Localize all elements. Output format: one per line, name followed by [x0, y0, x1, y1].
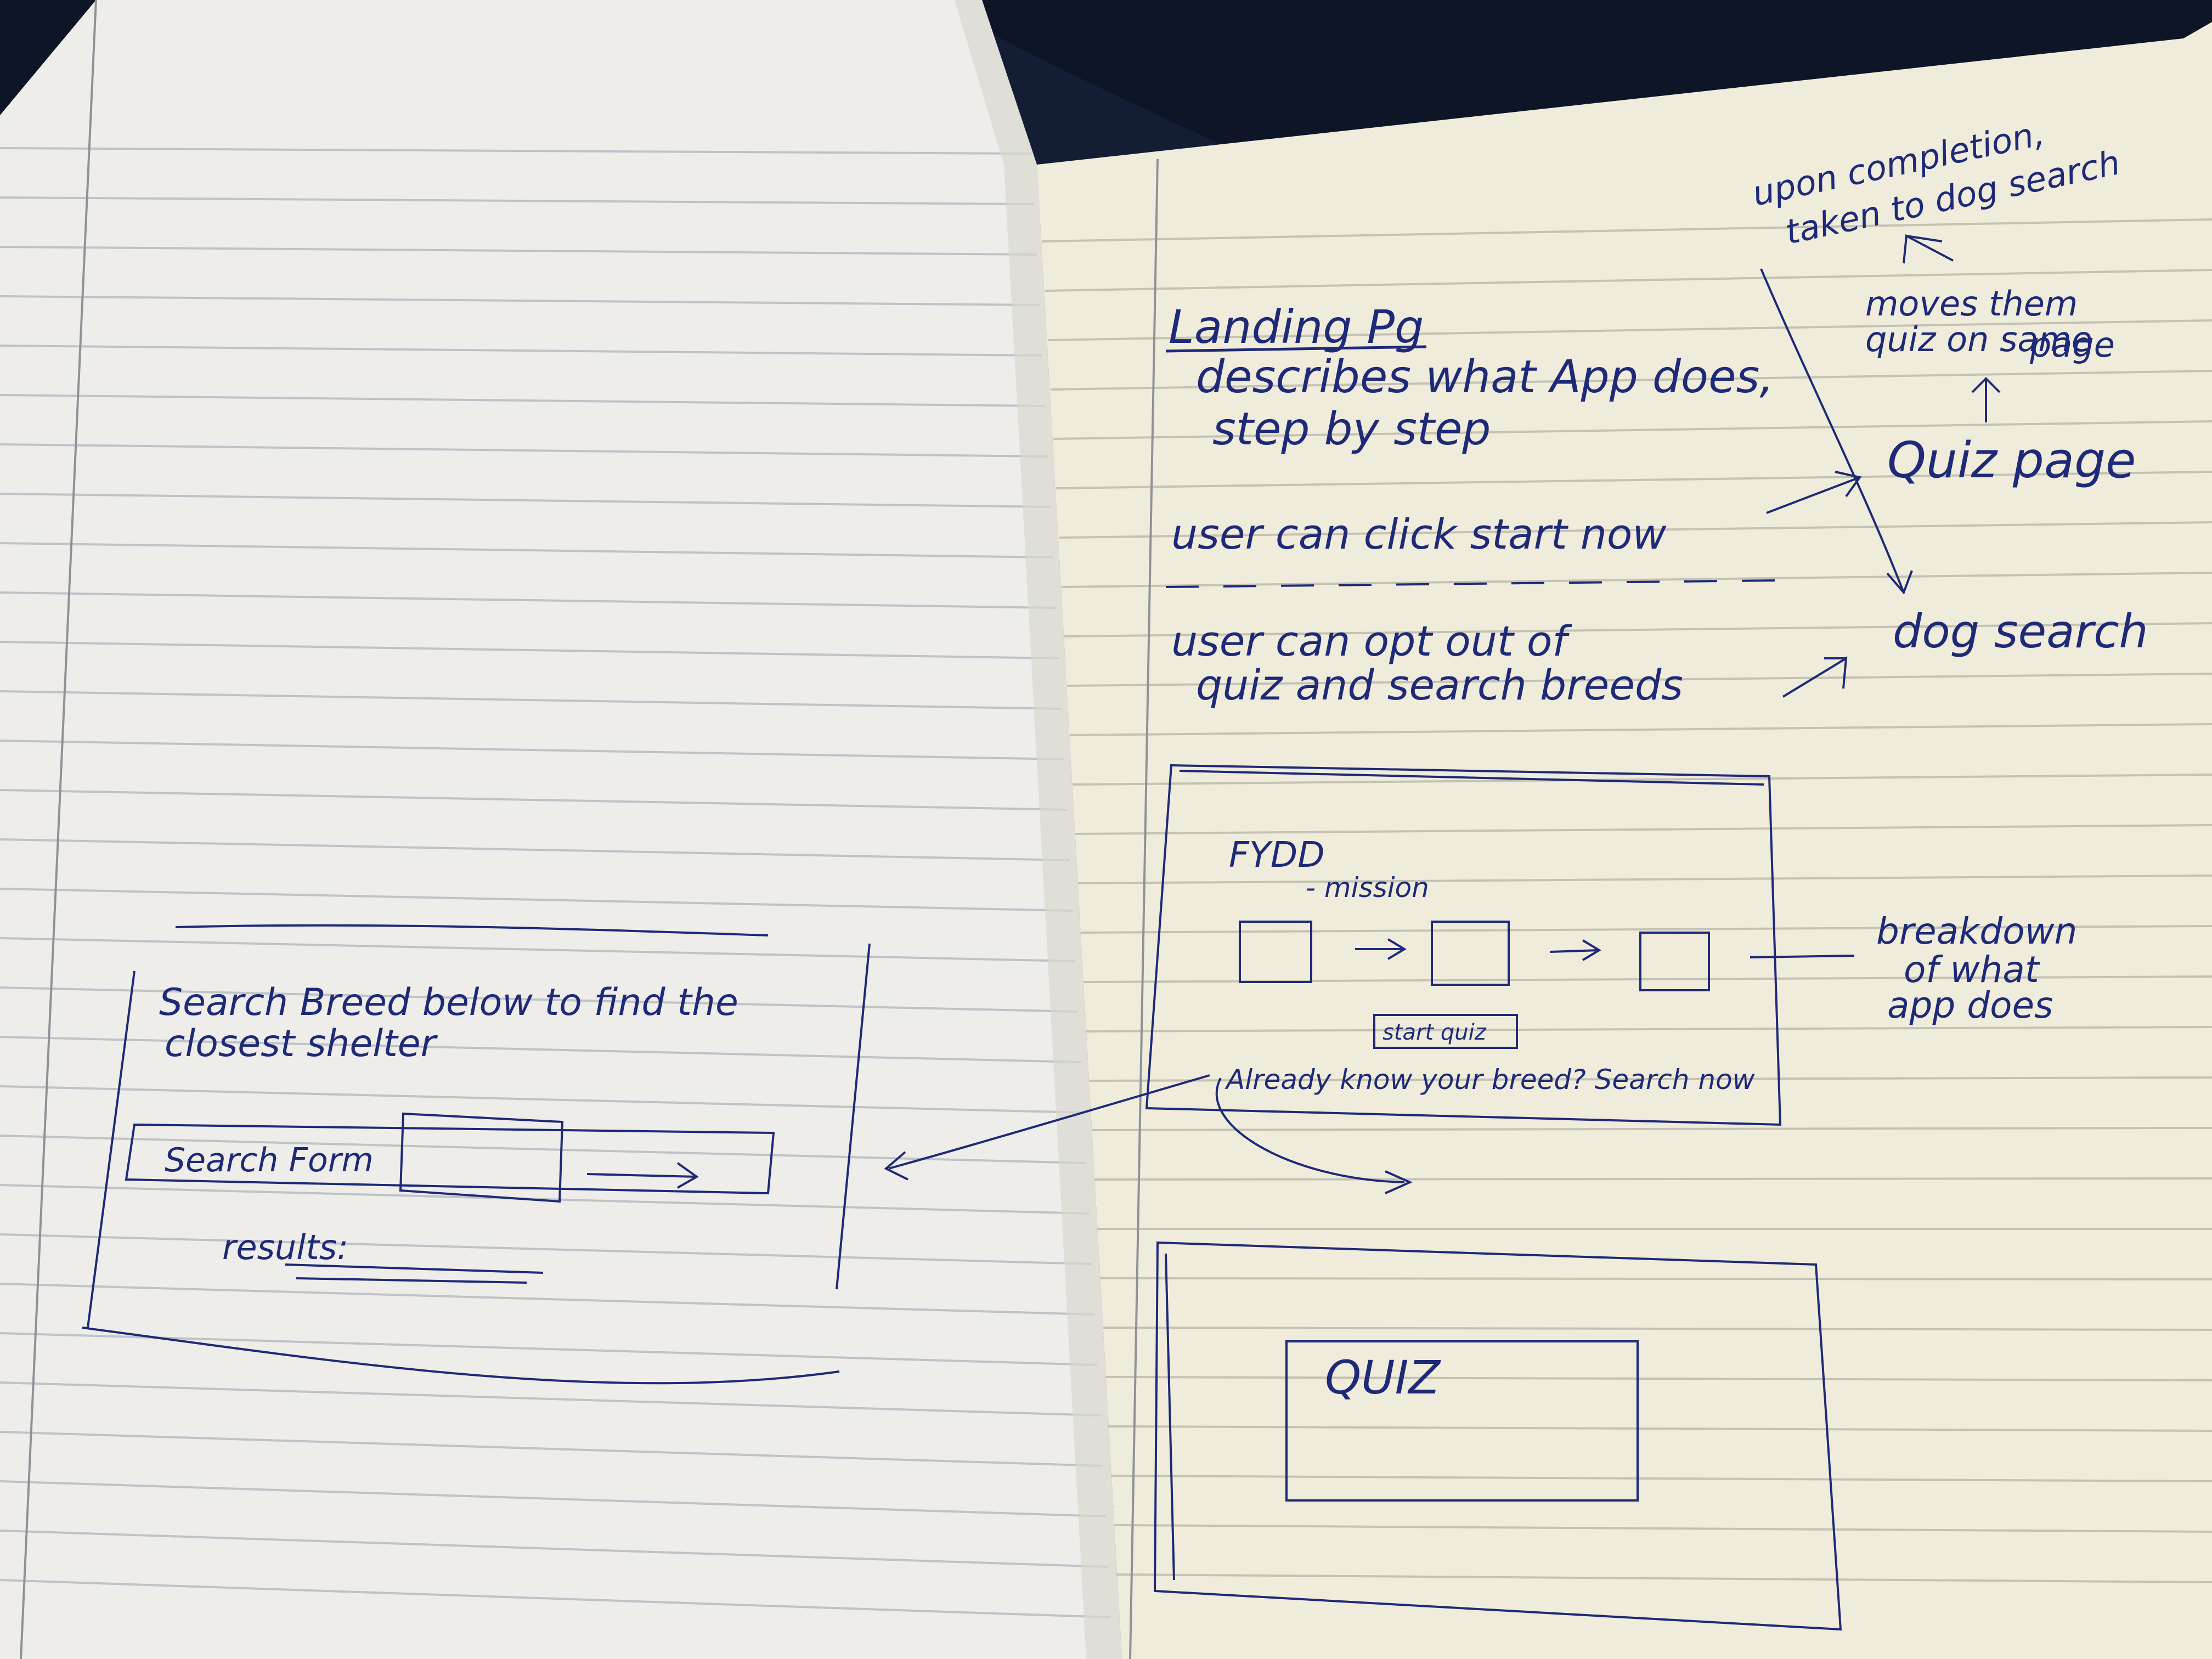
results-label: results:: [222, 1227, 348, 1267]
step-box-3: [1639, 932, 1710, 991]
moves-note-2: quiz on same: [1865, 319, 2092, 359]
left-rule-lines: [0, 147, 1111, 1618]
breakdown-note-2: of what: [1904, 949, 2040, 991]
step-arrow-2: [1549, 939, 1601, 961]
dog-search-label: dog search: [1893, 605, 2148, 658]
search-form-box: [125, 1123, 775, 1195]
quiz-label: QUIZ: [1325, 1351, 1441, 1404]
quiz-outer-frame: [1153, 1241, 1842, 1631]
moves-note-1: moves them: [1865, 284, 2078, 324]
landing-wireframe: [884, 764, 1855, 1194]
start-quiz-button: start quiz: [1383, 1020, 1487, 1045]
quiz-page-label: Quiz page: [1887, 432, 2136, 489]
landing-heading: Landing Pg: [1169, 300, 1424, 354]
right-rule-lines: [1042, 218, 2212, 1583]
flow-arrows: [1760, 234, 2001, 698]
search-page-sketch: [82, 924, 871, 1385]
arrow-to-completion: [1903, 234, 1954, 264]
left-page: [0, 0, 1122, 1659]
landing-mission: - mission: [1306, 872, 1429, 904]
arrow-to-quiz-page: [1766, 471, 1862, 514]
results-underline: [285, 1263, 544, 1284]
quiz-wireframe: [1153, 1241, 1842, 1631]
notes-line-2: step by step: [1212, 403, 1491, 455]
notes-line-1: describes what App does,: [1196, 351, 1774, 403]
landing-frame: [1145, 764, 1782, 1126]
landing-heading-underline: [1165, 345, 1427, 353]
start-quiz-button-outline: [1373, 1014, 1518, 1049]
step-box-2: [1431, 921, 1510, 986]
search-link-loop: [1215, 1077, 1413, 1194]
step-box-1: [1239, 921, 1312, 983]
search-sketch-frame: [82, 943, 871, 1385]
notes-line-4: user can opt out of: [1171, 617, 1572, 665]
step-arrow-1: [1355, 938, 1407, 960]
search-input-box: [399, 1112, 564, 1203]
quiz-inner-box: [1285, 1340, 1639, 1502]
notes-line-5: quiz and search breeds: [1196, 661, 1683, 709]
notes-line-3: user can click start now: [1171, 510, 1667, 558]
search-sketch-arrow: [586, 1162, 699, 1189]
breakdown-note-1: breakdown: [1876, 910, 2077, 952]
landing-logo: FYDD: [1229, 835, 1324, 876]
breakdown-note-3: app does: [1887, 984, 2053, 1026]
arrow-to-search-sketch: [884, 1074, 1210, 1181]
search-intro-line-2: closest shelter: [165, 1022, 438, 1065]
search-intro-line-1: Search Breed below to find the: [159, 981, 738, 1024]
right-page: [1037, 22, 2212, 1659]
right-margin-line: [1129, 159, 1159, 1659]
moves-note-3: page: [2029, 325, 2115, 365]
landing-frame-double: [1179, 770, 1764, 786]
left-margin-line: [20, 0, 97, 1659]
breakdown-pointer: [1750, 955, 1855, 958]
arrow-to-dog-search: [1782, 656, 1848, 698]
arrow-quiz-to-moves: [1971, 377, 2001, 422]
search-sketch-top-line: [175, 924, 769, 936]
quiz-outer-frame-double: [1165, 1253, 1175, 1581]
search-now-link: Already know your breed? Search now: [1224, 1064, 1755, 1096]
notes-dashed-divider: [1165, 579, 1778, 588]
flow-connector-long: [1760, 268, 1913, 595]
search-form-label: Search Form: [165, 1141, 374, 1180]
